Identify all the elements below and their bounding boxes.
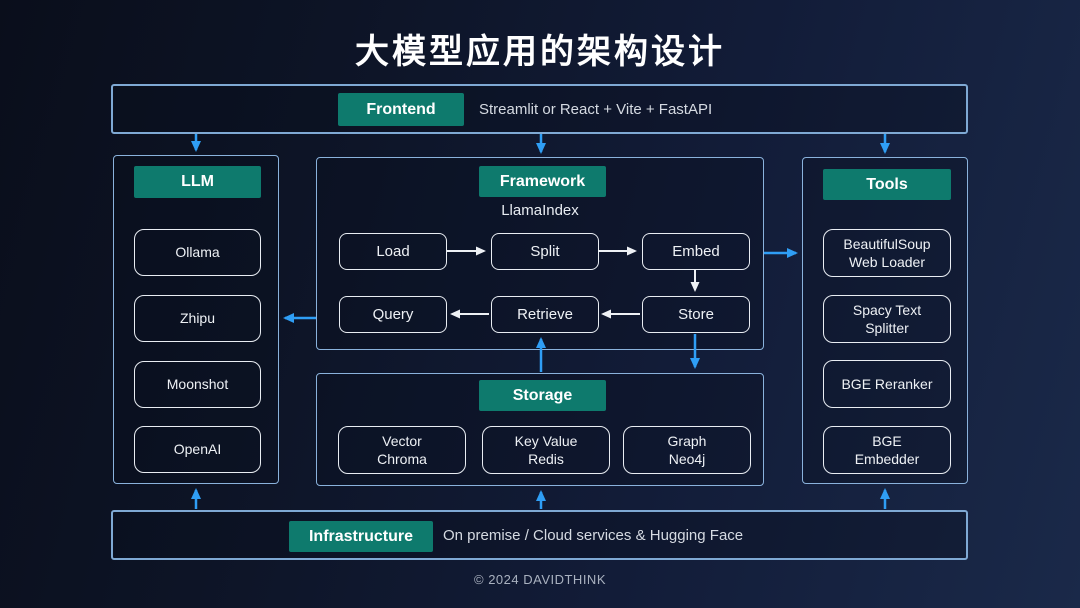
tools-item-reranker: BGE Reranker xyxy=(823,360,951,408)
node-line: Web Loader xyxy=(848,254,925,270)
framework-node-split: Split xyxy=(491,233,599,270)
node-line: Chroma xyxy=(377,451,427,467)
node-line: Spacy Text xyxy=(852,301,922,318)
llm-item-ollama: Ollama xyxy=(134,229,261,276)
copyright-text: © 2024 DAVIDTHINK xyxy=(474,572,606,587)
node-line: Graph xyxy=(667,432,707,449)
framework-panel: Framework LlamaIndex Load Split Embed Qu… xyxy=(316,157,764,350)
frontend-description: Streamlit or React + Vite + FastAPI xyxy=(479,100,713,118)
infrastructure-description: On premise / Cloud services & Hugging Fa… xyxy=(443,526,744,544)
llm-item-moonshot: Moonshot xyxy=(134,361,261,408)
tools-item-web-loader: BeautifulSoup Web Loader xyxy=(823,229,951,277)
frontend-bar: Frontend Streamlit or React + Vite + Fas… xyxy=(111,84,968,134)
tools-item-embedder: BGE Embedder xyxy=(823,426,951,474)
node-line: BeautifulSoup xyxy=(843,235,931,252)
tools-panel: Tools BeautifulSoup Web Loader Spacy Tex… xyxy=(802,157,968,484)
frontend-label: Frontend xyxy=(338,93,464,126)
framework-node-store: Store xyxy=(642,296,750,333)
framework-subtitle: LlamaIndex xyxy=(501,202,579,219)
node-line: Redis xyxy=(528,451,564,467)
framework-node-query: Query xyxy=(339,296,447,333)
llm-item-label: Moonshot xyxy=(166,376,229,393)
storage-header: Storage xyxy=(479,380,606,411)
infrastructure-bar: Infrastructure On premise / Cloud servic… xyxy=(111,510,968,560)
node-label: Split xyxy=(530,242,560,260)
node-line: Neo4j xyxy=(668,451,706,467)
node-label: Store xyxy=(678,305,714,323)
framework-node-embed: Embed xyxy=(642,233,750,270)
node-line: Key Value xyxy=(514,432,578,449)
node-label: Query xyxy=(372,305,414,323)
llm-item-openai: OpenAI xyxy=(134,426,261,473)
node-line: Splitter xyxy=(865,320,909,336)
node-line: BGE Reranker xyxy=(841,375,933,392)
framework-header: Framework xyxy=(479,166,606,197)
llm-item-label: OpenAI xyxy=(173,441,222,458)
storage-item-redis: Key Value Redis xyxy=(482,426,610,474)
tools-header: Tools xyxy=(823,169,951,200)
node-line: Vector xyxy=(382,432,422,449)
storage-item-neo4j: Graph Neo4j xyxy=(623,426,751,474)
storage-item-chroma: Vector Chroma xyxy=(338,426,466,474)
llm-item-label: Zhipu xyxy=(179,310,216,327)
node-label: Embed xyxy=(672,242,720,260)
framework-node-load: Load xyxy=(339,233,447,270)
tools-item-text-splitter: Spacy Text Splitter xyxy=(823,295,951,343)
storage-panel: Storage Vector Chroma Key Value Redis Gr… xyxy=(316,373,764,486)
node-label: Retrieve xyxy=(517,305,573,323)
infrastructure-label: Infrastructure xyxy=(289,521,433,552)
page-title: 大模型应用的架构设计 xyxy=(355,33,725,71)
llm-item-zhipu: Zhipu xyxy=(134,295,261,342)
node-line: BGE xyxy=(872,432,902,449)
llm-panel: LLM Ollama Zhipu Moonshot OpenAI xyxy=(113,155,279,484)
llm-header: LLM xyxy=(134,166,261,198)
framework-node-retrieve: Retrieve xyxy=(491,296,599,333)
node-label: Load xyxy=(376,242,410,260)
node-line: Embedder xyxy=(854,451,920,467)
llm-item-label: Ollama xyxy=(175,244,220,261)
